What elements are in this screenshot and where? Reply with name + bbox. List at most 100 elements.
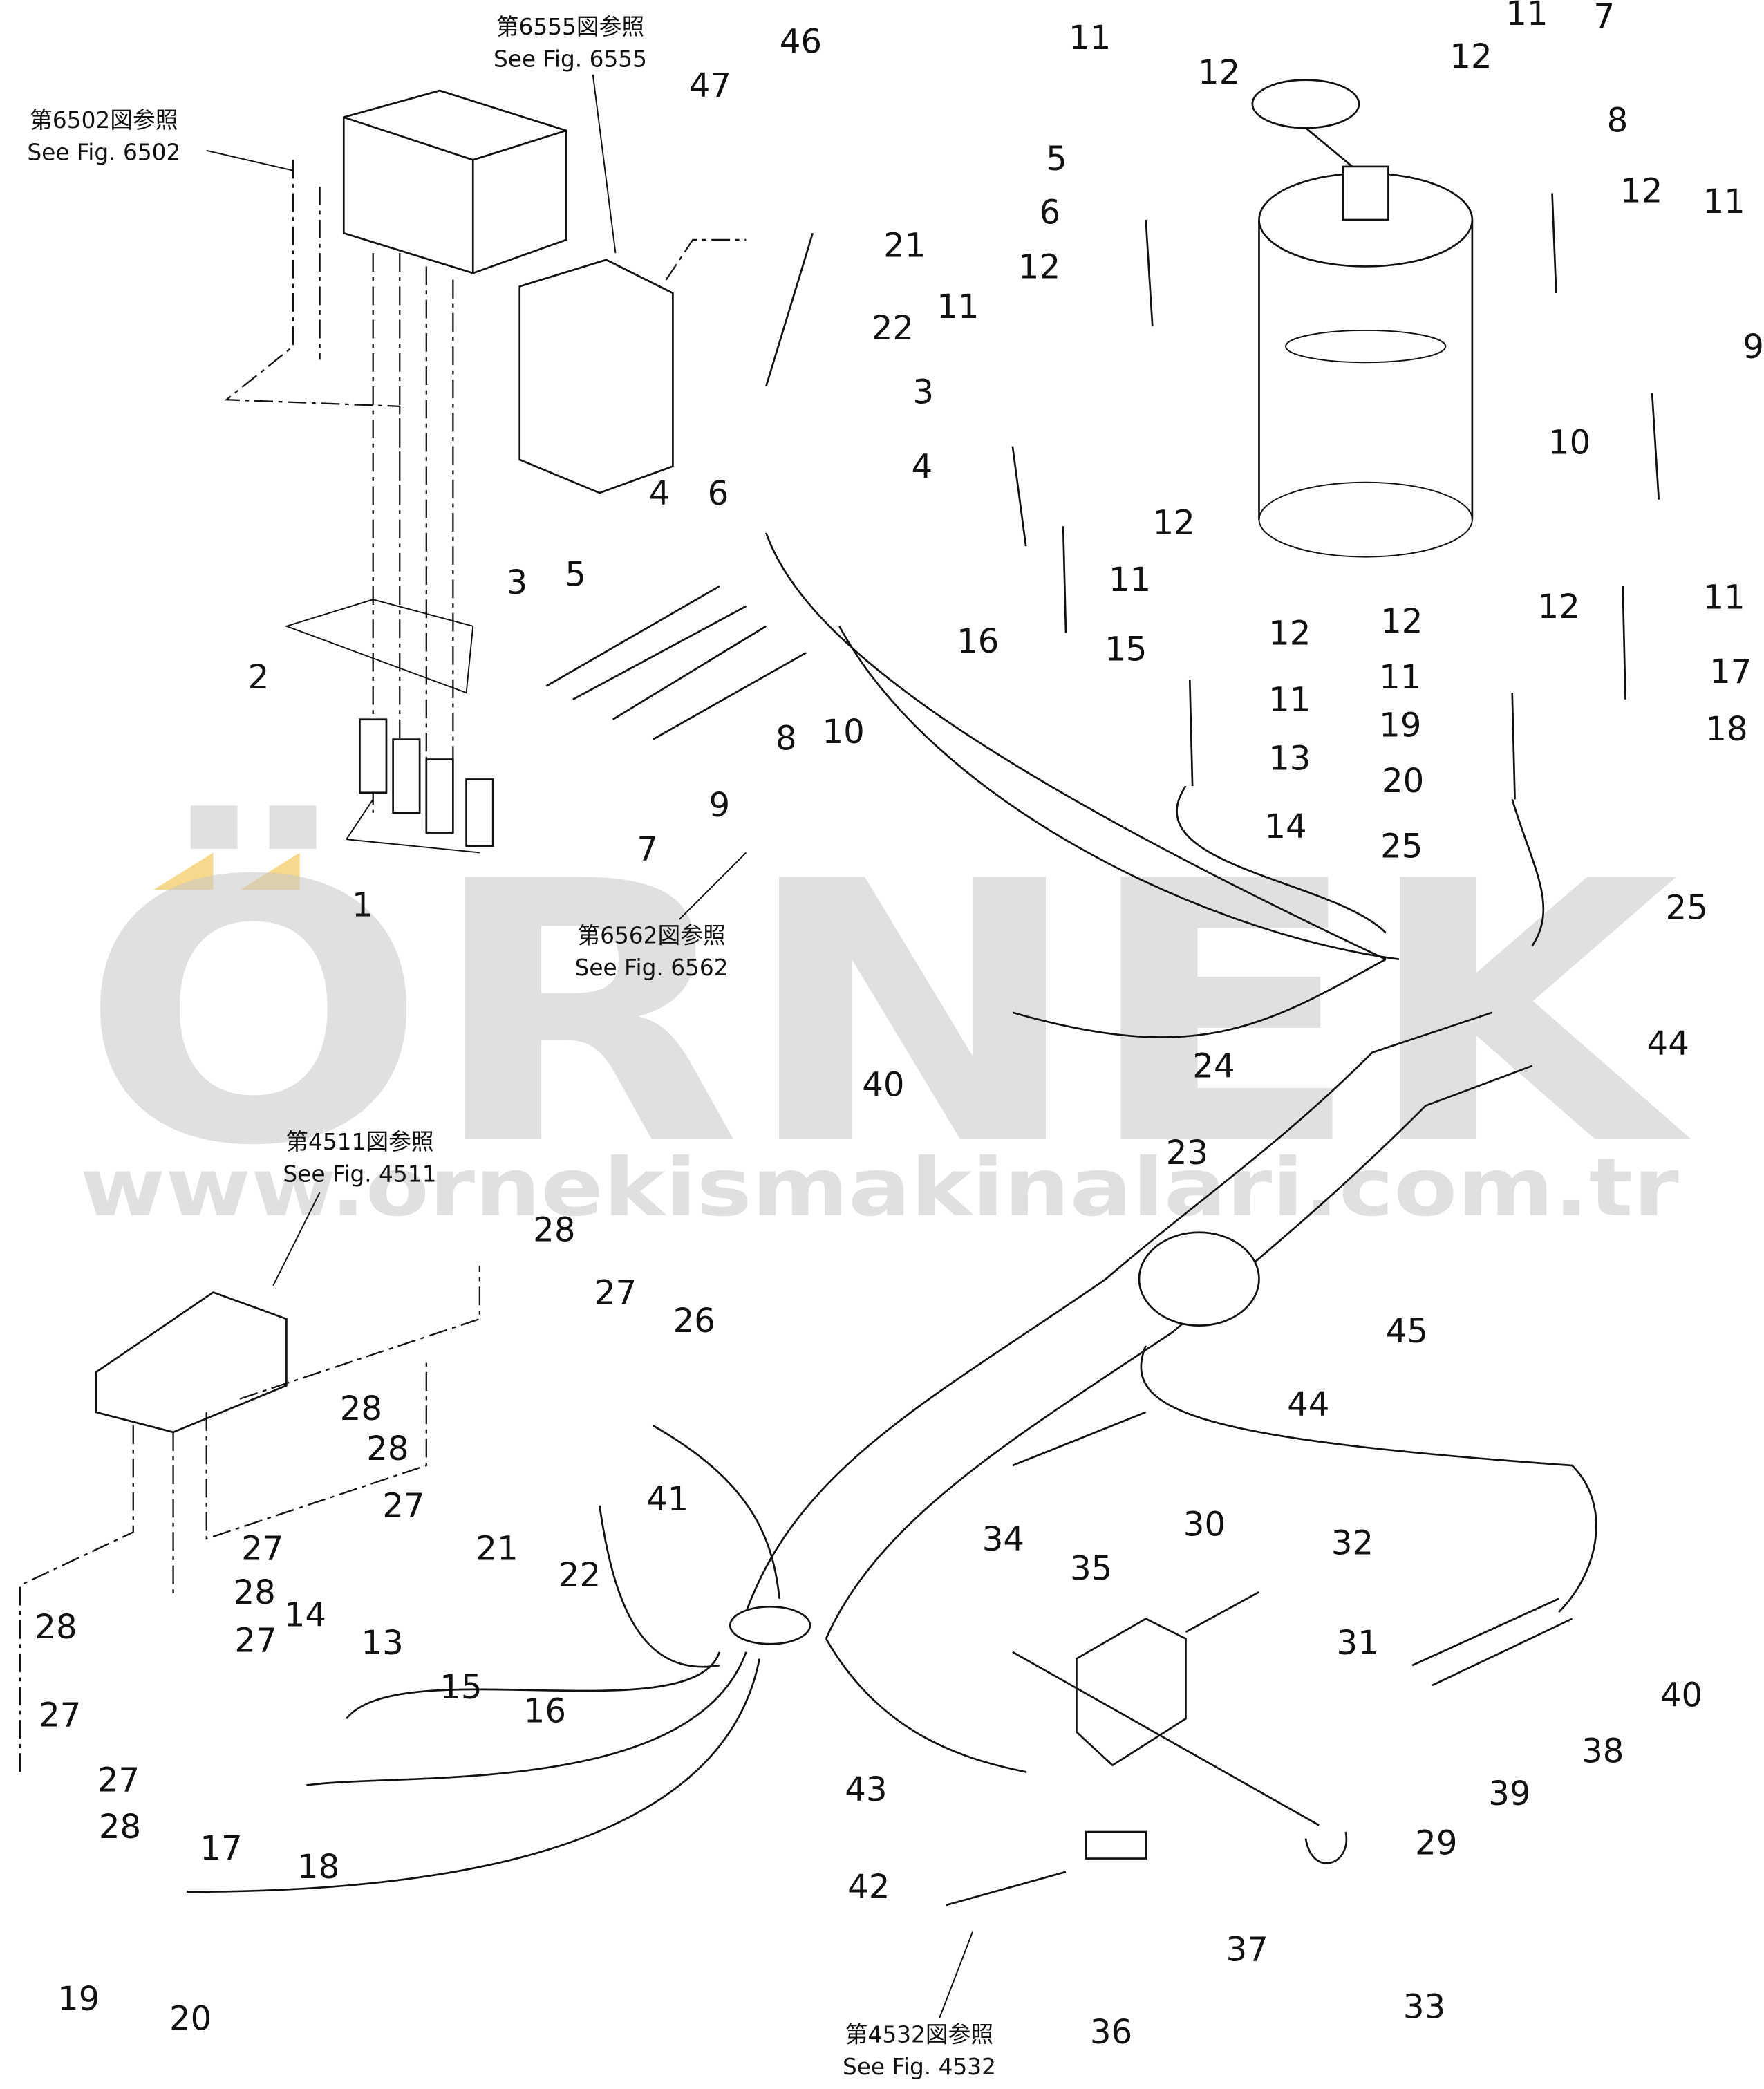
part-callout: 27 bbox=[382, 1487, 424, 1526]
part-callout: 27 bbox=[594, 1273, 637, 1312]
reference-en: See Fig. 4532 bbox=[843, 2054, 996, 2080]
reference-en: See Fig. 6555 bbox=[494, 46, 647, 72]
part-callout: 28 bbox=[99, 1808, 141, 1846]
part-callout: 27 bbox=[234, 1621, 276, 1660]
reference-en: See Fig. 6562 bbox=[575, 955, 729, 981]
part-callout: 18 bbox=[1705, 710, 1747, 749]
part-callout: 9 bbox=[1743, 328, 1764, 366]
part-callout: 11 bbox=[1109, 561, 1151, 599]
part-callout: 15 bbox=[440, 1668, 482, 1707]
part-callout: 11 bbox=[1268, 681, 1311, 720]
part-callout: 13 bbox=[1268, 739, 1311, 778]
part-callout: 16 bbox=[957, 622, 999, 661]
part-callout: 45 bbox=[1386, 1312, 1428, 1351]
part-callout: 28 bbox=[340, 1389, 382, 1428]
part-callout: 12 bbox=[1018, 247, 1060, 286]
swivel-joint bbox=[1251, 79, 1474, 558]
part-callout: 11 bbox=[937, 288, 979, 326]
part-callout: 12 bbox=[1538, 588, 1580, 626]
watermark-accent-left bbox=[153, 852, 214, 890]
part-callout: 12 bbox=[1620, 171, 1662, 210]
part-callout: 7 bbox=[1593, 0, 1615, 36]
part-callout: 29 bbox=[1415, 1824, 1457, 1862]
part-callout: 38 bbox=[1582, 1732, 1624, 1770]
part-callout: 30 bbox=[1183, 1506, 1226, 1544]
reference-notes: 第6555図参照 See Fig. 6555 第6502図参照 See Fig.… bbox=[27, 14, 996, 2080]
fittings-group-1 bbox=[346, 718, 494, 854]
part-callout: 41 bbox=[646, 1480, 688, 1519]
part-callout: 47 bbox=[689, 66, 731, 105]
part-callout: 46 bbox=[780, 23, 822, 62]
part-callout: 13 bbox=[362, 1624, 404, 1662]
part-callout: 12 bbox=[1198, 53, 1240, 92]
part-callout: 1 bbox=[352, 886, 373, 924]
part-callout: 35 bbox=[1070, 1549, 1112, 1588]
part-callout: 28 bbox=[366, 1430, 409, 1468]
part-callout: 22 bbox=[559, 1556, 601, 1595]
part-callout: 11 bbox=[1069, 19, 1111, 57]
part-callout: 28 bbox=[35, 1608, 77, 1647]
part-callout: 23 bbox=[1166, 1134, 1208, 1172]
part-callout: 21 bbox=[883, 226, 926, 265]
part-callout: 15 bbox=[1105, 630, 1147, 668]
part-callout: 10 bbox=[822, 713, 864, 751]
part-callout: 9 bbox=[709, 786, 731, 825]
reference-jp: 第4532図参照 bbox=[845, 2022, 993, 2048]
part-callout: 5 bbox=[1046, 140, 1067, 178]
part-callout: 27 bbox=[97, 1761, 140, 1800]
part-callout: 31 bbox=[1336, 1624, 1378, 1662]
part-callout: 40 bbox=[862, 1066, 904, 1105]
part-callout: 26 bbox=[673, 1302, 715, 1340]
part-callout: 3 bbox=[912, 373, 934, 411]
reference-en: See Fig. 4511 bbox=[283, 1161, 436, 1188]
part-callout: 32 bbox=[1331, 1524, 1373, 1563]
part-callout: 12 bbox=[1268, 614, 1311, 653]
reference-en: See Fig. 6502 bbox=[27, 139, 180, 165]
part-callout: 12 bbox=[1380, 602, 1423, 641]
part-callout: 25 bbox=[1666, 888, 1708, 927]
part-callout: 11 bbox=[1505, 0, 1548, 33]
part-callout: 7 bbox=[637, 830, 658, 869]
part-callout: 27 bbox=[241, 1529, 283, 1568]
reference-jp: 第6562図参照 bbox=[577, 923, 725, 949]
part-callout: 8 bbox=[776, 720, 797, 758]
part-callout: 11 bbox=[1703, 578, 1745, 617]
part-callout: 37 bbox=[1226, 1930, 1268, 1969]
part-callout: 6 bbox=[708, 474, 729, 513]
reference-jp: 第6502図参照 bbox=[30, 107, 178, 133]
part-callout: 40 bbox=[1660, 1676, 1702, 1714]
part-callout: 20 bbox=[169, 2000, 212, 2039]
part-callout: 43 bbox=[845, 1770, 887, 1809]
reference-jp: 第4511図参照 bbox=[285, 1129, 433, 1155]
part-callout: 20 bbox=[1382, 762, 1424, 800]
part-callout: 24 bbox=[1192, 1047, 1235, 1086]
part-callout: 4 bbox=[649, 474, 670, 513]
watermark: ÖRNEK www.ornekismakinalari.com.tr bbox=[80, 802, 1694, 1235]
part-callout: 18 bbox=[297, 1848, 339, 1886]
part-callout: 27 bbox=[39, 1696, 81, 1734]
main-hose-bundle bbox=[186, 532, 1597, 1893]
part-callout: 8 bbox=[1607, 101, 1629, 140]
part-callout: 11 bbox=[1703, 182, 1745, 221]
part-callout: 3 bbox=[507, 563, 528, 602]
part-callout: 17 bbox=[200, 1829, 242, 1868]
part-callout: 12 bbox=[1449, 37, 1492, 76]
control-valve-blocks bbox=[224, 89, 747, 813]
part-callout: 10 bbox=[1548, 424, 1591, 462]
part-callout: 19 bbox=[57, 1980, 100, 2018]
part-callout: 39 bbox=[1488, 1774, 1530, 1813]
part-callout: 2 bbox=[248, 658, 270, 697]
part-callout: 42 bbox=[847, 1868, 890, 1907]
watermark-url: www.ornekismakinalari.com.tr bbox=[80, 1142, 1679, 1235]
part-callout: 14 bbox=[284, 1596, 326, 1635]
part-callout: 4 bbox=[911, 447, 932, 486]
part-callout: 6 bbox=[1040, 193, 1061, 232]
part-callout: 28 bbox=[533, 1211, 575, 1250]
part-callout: 11 bbox=[1379, 658, 1421, 697]
part-callout: 12 bbox=[1152, 503, 1194, 542]
bracket-assembly bbox=[946, 1591, 1573, 1907]
part-callout: 28 bbox=[234, 1573, 276, 1612]
part-callout: 21 bbox=[476, 1529, 518, 1568]
